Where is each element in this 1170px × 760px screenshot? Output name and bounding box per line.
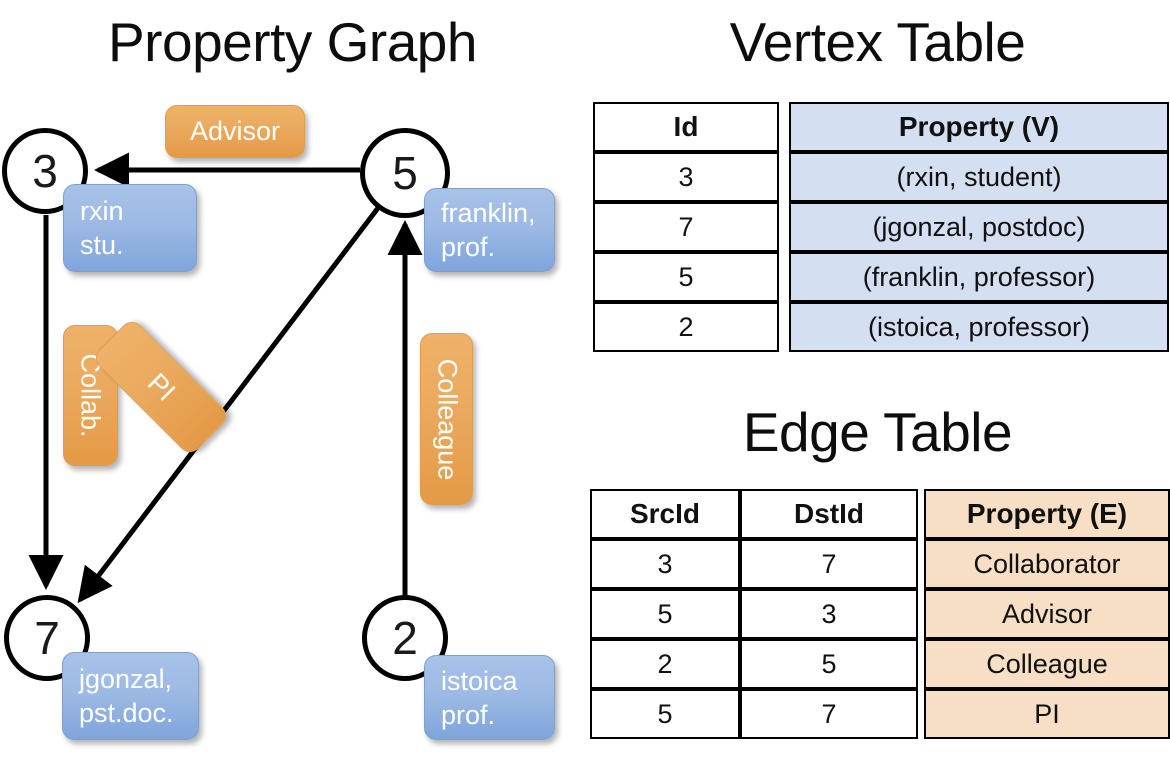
edge-row-2-property: Colleague [924, 639, 1170, 689]
page-title-property-graph: Property Graph [107, 11, 478, 73]
vertex-row-3-property: (istoica, professor) [789, 302, 1169, 352]
vertex-node-3-label: 3 [32, 145, 58, 197]
column-gap [779, 252, 789, 302]
edge-table-header-srcid: SrcId [590, 489, 740, 539]
edge-row-1-dst: 3 [740, 589, 918, 639]
edge-5-to-7 [77, 206, 380, 604]
edge-row-1-property: Advisor [924, 589, 1170, 639]
vertex-row-2-property: (franklin, professor) [789, 252, 1169, 302]
table-row: 5 3 Advisor [590, 589, 1170, 639]
vertex-node-7-label: 7 [34, 612, 60, 664]
vertex-property-box-5-line1: franklin, [441, 198, 536, 228]
edge-label-advisor-text: Advisor [189, 116, 281, 146]
column-gap [918, 639, 924, 689]
edge-table-header-property: Property (E) [924, 489, 1170, 539]
column-gap [918, 489, 924, 539]
vertex-property-box-3-line1: rxin [80, 196, 124, 226]
vertex-property-box-7[interactable]: jgonzal, pst.doc. [62, 652, 199, 740]
table-row: 5 (franklin, professor) [593, 252, 1169, 302]
vertex-property-box-7-line2: pst.doc. [79, 698, 174, 728]
edge-label-pi-text: PI [141, 367, 181, 407]
column-gap [779, 102, 789, 152]
edge-label-colleague-text: Colleague [432, 358, 462, 480]
vertex-row-0-id: 3 [593, 152, 779, 202]
column-gap [918, 589, 924, 639]
table-row: 2 (istoica, professor) [593, 302, 1169, 352]
column-gap [779, 202, 789, 252]
vertex-property-box-5-line2: prof. [441, 232, 496, 262]
column-gap [918, 539, 924, 589]
table-row: 7 (jgonzal, postdoc) [593, 202, 1169, 252]
table-row: 5 7 PI [590, 689, 1170, 739]
edge-row-0-src: 3 [590, 539, 740, 589]
edge-row-0-dst: 7 [740, 539, 918, 589]
property-graph-canvas: 3 5 7 2 rxin stu. franklin, prof. jgonza… [2, 105, 555, 740]
vertex-property-box-7-line1: jgonzal, [79, 664, 173, 694]
vertex-row-1-id: 7 [593, 202, 779, 252]
edge-row-3-dst: 7 [740, 689, 918, 739]
vertex-property-box-3[interactable]: rxin stu. [63, 184, 197, 272]
edge-row-2-src: 2 [590, 639, 740, 689]
vertex-row-1-property: (jgonzal, postdoc) [789, 202, 1169, 252]
vertex-property-box-5[interactable]: franklin, prof. [424, 188, 555, 272]
column-gap [779, 152, 789, 202]
vertex-table-header-id: Id [593, 102, 779, 152]
graph-edges-layer [28, 152, 423, 604]
edge-row-2-dst: 5 [740, 639, 918, 689]
edge-label-box-colleague[interactable]: Colleague [420, 333, 473, 505]
edge-row-3-property: PI [924, 689, 1170, 739]
vertex-property-box-2[interactable]: istoica prof. [424, 655, 555, 740]
vertex-table-header-row: Id Property (V) [593, 102, 1169, 152]
vertex-property-box-2-line2: prof. [441, 699, 496, 730]
edge-row-1-src: 5 [590, 589, 740, 639]
table-row: 2 5 Colleague [590, 639, 1170, 689]
vertex-property-box-2-line1: istoica [441, 665, 518, 696]
column-gap [779, 302, 789, 352]
vertex-row-2-id: 5 [593, 252, 779, 302]
edge-table: SrcId DstId Property (E) 3 7 Collaborato… [590, 489, 1170, 739]
edge-row-3-src: 5 [590, 689, 740, 739]
page-title-vertex-table: Vertex Table [729, 11, 1026, 73]
vertex-node-2[interactable]: 2 [362, 595, 448, 681]
vertex-node-5[interactable]: 5 [360, 128, 450, 218]
vertex-property-box-3-line2: stu. [80, 230, 124, 260]
vertex-node-2-label: 2 [392, 612, 418, 664]
page-title-edge-table: Edge Table [742, 401, 1013, 463]
vertex-table: Id Property (V) 3 (rxin, student) 7 (jgo… [593, 102, 1169, 352]
table-row: 3 (rxin, student) [593, 152, 1169, 202]
table-row: 3 7 Collaborator [590, 539, 1170, 589]
edge-label-box-advisor[interactable]: Advisor [165, 105, 305, 158]
edge-table-header-dstid: DstId [740, 489, 918, 539]
vertex-table-header-property: Property (V) [789, 102, 1169, 152]
column-gap [918, 689, 924, 739]
vertex-row-0-property: (rxin, student) [789, 152, 1169, 202]
edge-row-0-property: Collaborator [924, 539, 1170, 589]
vertex-node-5-label: 5 [392, 147, 418, 199]
edge-table-header-row: SrcId DstId Property (E) [590, 489, 1170, 539]
vertex-row-3-id: 2 [593, 302, 779, 352]
